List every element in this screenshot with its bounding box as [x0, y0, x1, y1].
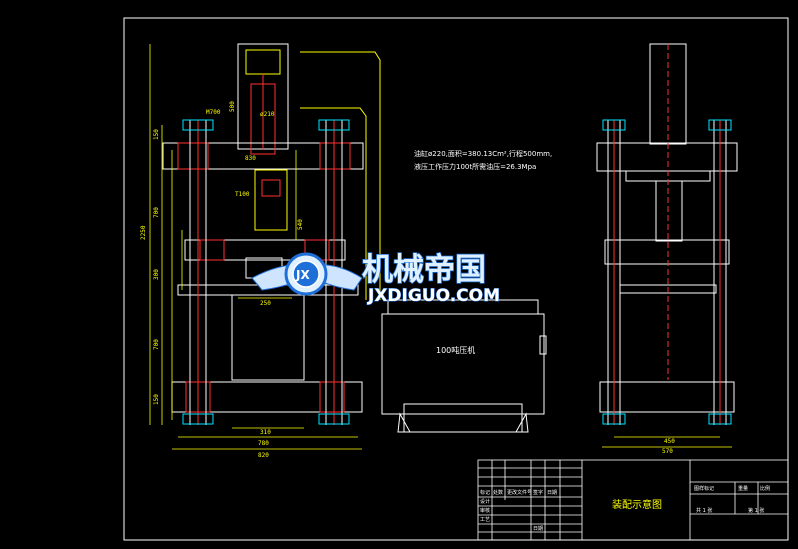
- slider-nut-left: [199, 239, 225, 261]
- left-section-view: [162, 43, 381, 425]
- tb-process: 工艺: [480, 517, 490, 523]
- watermark-cn: 机械帝国: [362, 252, 486, 288]
- nut-front-bl: [602, 413, 626, 425]
- right-dimensions: [602, 436, 732, 448]
- dim-bolt: T100: [235, 191, 250, 198]
- press-side-handle: [539, 335, 547, 355]
- upper-crossbeam: [162, 142, 364, 170]
- tb-header-date: 日期: [547, 490, 557, 496]
- dim-bottom-150: 150: [153, 394, 160, 405]
- hydraulic-line-2: [300, 107, 367, 300]
- tb-sheets-total: 共 1 张: [696, 507, 712, 514]
- lower-body: [231, 294, 305, 381]
- slider-beam: [184, 239, 346, 261]
- tb-header-sign: 签字: [533, 489, 543, 496]
- right-front-view: [596, 43, 738, 425]
- title-block: [477, 459, 789, 541]
- tb-header-mark: 标记: [480, 489, 490, 496]
- bottom-nut-right: [318, 413, 350, 425]
- top-nut-right: [318, 119, 350, 131]
- spec-line-1: 油缸ø220,面积=380.13Cm²,行程500mm,: [414, 149, 552, 158]
- press-machine-outline: [381, 299, 547, 433]
- tb-design: 设计: [480, 498, 490, 505]
- machine-label: 100吨压机: [436, 345, 475, 355]
- press-base-cutout: [403, 403, 523, 433]
- dim-tie-rod: M700: [206, 109, 221, 116]
- dim-780: 780: [258, 440, 269, 447]
- hydraulic-line-1: [300, 51, 381, 300]
- base-front: [599, 381, 735, 413]
- dim-820: 820: [258, 452, 269, 459]
- nut-front-tl: [602, 119, 626, 131]
- dim-450: 450: [664, 438, 675, 445]
- press-body: [381, 313, 545, 415]
- bottom-nut-left: [182, 413, 214, 425]
- upper-nut-right: [319, 142, 351, 170]
- slider-front: [604, 239, 730, 265]
- ram-front: [655, 180, 683, 242]
- tb-sheet-no: 第 1 张: [748, 507, 764, 514]
- spec-notes: 油缸ø220,面积=380.13Cm²,行程500mm, 液压工作压力100t所…: [414, 149, 552, 171]
- tb-header-count: 处数: [493, 489, 503, 496]
- piston-rod-section: [250, 83, 276, 155]
- drawing-border: [123, 17, 789, 541]
- dim-piston-dia: ø210: [260, 111, 275, 118]
- upper-nut-left: [177, 142, 209, 170]
- dim-300: 300: [153, 269, 160, 280]
- drawing-title: 装配示意图: [612, 498, 662, 511]
- tb-drawing-mark: 图样标记: [694, 485, 714, 492]
- dim-570: 570: [662, 448, 673, 455]
- dim-830: 830: [245, 155, 256, 162]
- base-nut-right: [319, 381, 345, 413]
- dim-upper-700: 700: [153, 207, 160, 218]
- cylinder-head: [245, 49, 281, 75]
- dim-top-150: 150: [153, 129, 160, 140]
- piston-bore: [261, 179, 281, 197]
- top-nut-left: [182, 119, 214, 131]
- spec-line-2: 液压工作压力100t所需油压=26.3Mpa: [414, 162, 536, 171]
- title-block-text: 标记 处数 更改文件号 签字 日期 设计 审核 工艺 日期 图样标记 重量 比例…: [480, 485, 770, 532]
- dim-total-height: 2250: [140, 225, 147, 240]
- dim-stroke: 500: [229, 101, 236, 112]
- dim-250: 250: [260, 300, 271, 307]
- nut-front-tr: [708, 119, 732, 131]
- tb-review: 审核: [480, 507, 490, 514]
- tb-scale: 比例: [760, 485, 770, 492]
- tb-header-change: 更改文件号: [507, 489, 532, 496]
- watermark-badge: JX: [295, 268, 310, 282]
- dim-540: 540: [297, 219, 304, 230]
- piston-lower: [254, 169, 288, 231]
- dim-lower-700: 700: [153, 339, 160, 350]
- dim-310: 310: [260, 429, 271, 436]
- tb-weight: 重量: [738, 485, 748, 492]
- left-dimension-labels: 2250 700 700 300 150 150 780 820 310 M70…: [140, 101, 304, 459]
- watermark-en: JXDIGUO.COM: [367, 286, 500, 306]
- tb-date: 日期: [533, 526, 543, 532]
- nut-front-br: [708, 413, 732, 425]
- left-dimensions: [149, 44, 362, 450]
- watermark-logo: JX 机械帝国 JXDIGUO.COM: [251, 251, 501, 307]
- upper-crossbeam-front: [596, 142, 738, 172]
